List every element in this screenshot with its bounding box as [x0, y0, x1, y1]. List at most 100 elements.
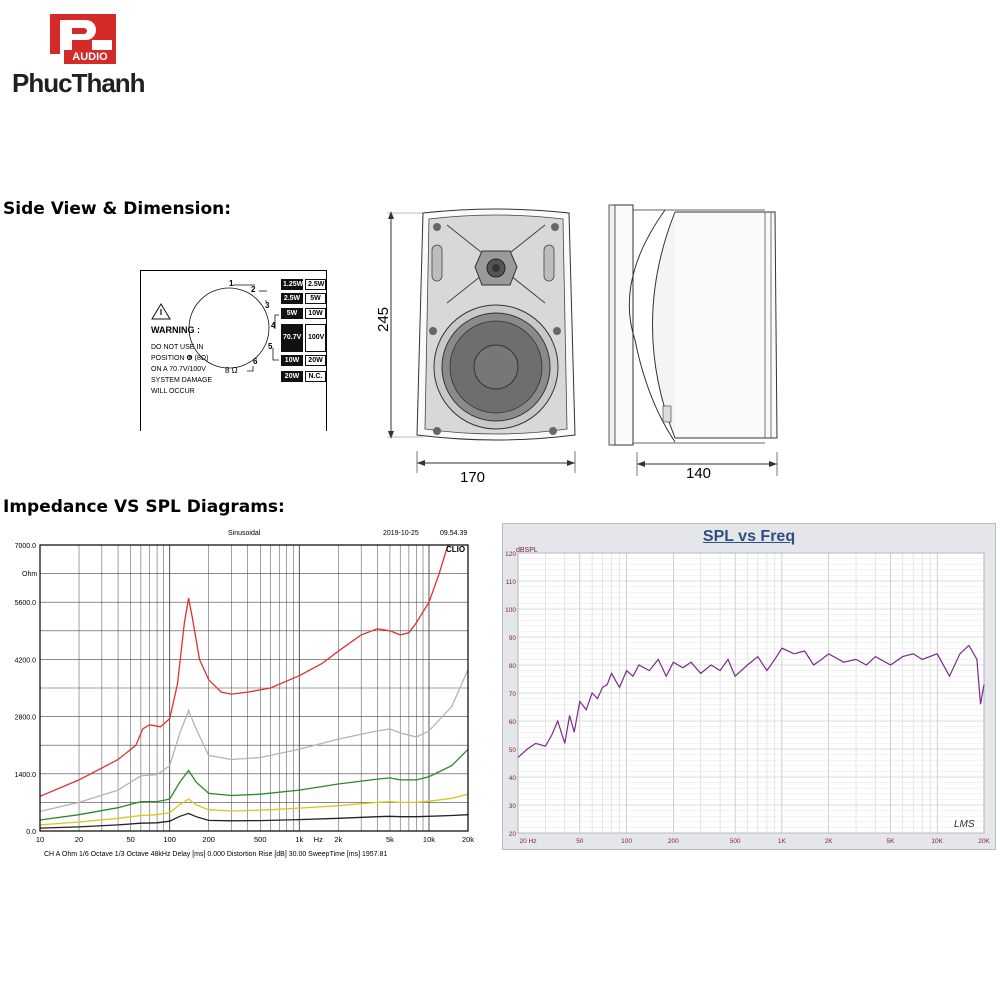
brand-audio-label: AUDIO	[64, 50, 116, 64]
tap-value-dark: 70.7V	[281, 324, 303, 352]
depth-dimension: 140	[686, 465, 712, 482]
impedance-x-tick: 5k	[386, 835, 394, 844]
warning-line-2: POSITION ❻ (8Ω)	[151, 355, 209, 362]
spl-x-tick: 20 Hz	[520, 838, 537, 845]
tap-row-1: 1	[229, 279, 233, 288]
tap-row-5: 5	[268, 342, 272, 351]
spl-y-tick: 90	[509, 635, 517, 642]
impedance-x-tick: 500	[254, 835, 267, 844]
tap-number: 3	[265, 301, 270, 310]
impedance-series-line-4	[39, 793, 469, 826]
spl-x-tick: 50	[576, 838, 584, 845]
spl-y-tick: 50	[509, 747, 517, 754]
spl-x-tick: 2K	[825, 838, 834, 845]
spl-y-tick: 100	[505, 607, 516, 614]
impedance-x-tick: 20	[75, 835, 83, 844]
impedance-header-time: 09.54.39	[440, 530, 467, 537]
warning-line-1: DO NOT USE IN	[151, 344, 204, 351]
impedance-x-tick: 200	[202, 835, 215, 844]
impedance-series-line-5	[39, 812, 469, 829]
impedance-footer: CH A Ohm 1/6 Octave 1/3 Octave 48kHz Del…	[44, 851, 387, 858]
spl-x-tick: 500	[730, 838, 741, 845]
tap-number: 5	[268, 342, 273, 351]
impedance-y-tick: 0.0	[26, 829, 36, 836]
impedance-chart: 7000.0 5600.0 4200.0 2800.0 1400.0 0.010 20 50 1…	[15, 530, 475, 858]
spl-watermark: LMS	[954, 819, 975, 830]
impedance-brand: CLIO	[446, 545, 465, 554]
impedance-y-unit: Ohm	[22, 571, 37, 578]
warning-line-4: SYSTEM DAMAGE	[151, 377, 213, 384]
tap-row-2: 2	[251, 285, 255, 294]
tap-number: 2	[251, 285, 256, 294]
brand-name: PhucThanh	[12, 68, 146, 98]
tap-value-light: 100V	[305, 324, 326, 352]
spl-x-tick: 100	[621, 838, 632, 845]
impedance-x-tick: 50	[126, 835, 134, 844]
transformer-tap-panel: WARNING : DO NOT USE IN POSITION ❻ (8Ω) …	[140, 270, 327, 431]
tap-value-dark: 10W	[281, 355, 303, 366]
impedance-header-left: Sinusoidal	[228, 530, 261, 537]
spl-y-tick: 80	[509, 663, 517, 670]
speaker-side-view	[608, 204, 778, 476]
impedance-y-tick: 1400.0	[15, 772, 37, 779]
impedance-x-tick: 20k	[462, 835, 474, 844]
spl-y-tick: 30	[509, 803, 517, 810]
tap-value-dark: 2.5W	[281, 293, 303, 304]
impedance-series	[39, 544, 469, 829]
spl-x-tick: 20K	[978, 838, 990, 845]
tap-value-light: 2.5W	[305, 279, 326, 290]
impedance-series-line-2	[39, 669, 469, 813]
ohm-label: 8 Ω	[225, 366, 238, 375]
impedance-series-line-1	[39, 544, 452, 797]
spl-x-tick: 5K	[887, 838, 896, 845]
impedance-x-tick: 100	[163, 835, 176, 844]
spl-series	[517, 644, 985, 758]
tap-row-6: 6	[253, 357, 257, 366]
impedance-x-tick: 1k	[295, 835, 303, 844]
impedance-y-tick: 5600.0	[15, 600, 37, 607]
tap-value-dark: 1.25W	[281, 279, 304, 290]
tap-value-light: 20W	[305, 355, 326, 366]
impedance-grid: 7000.0 5600.0 4200.0 2800.0 1400.0 0.010 20 50 1…	[15, 543, 475, 844]
tap-value-light: 10W	[305, 308, 326, 319]
impedance-plot-frame	[39, 544, 469, 832]
spl-series-line-1	[517, 644, 985, 758]
impedance-y-tick: 2800.0	[15, 715, 37, 722]
tap-row-4: 4	[271, 321, 275, 330]
warning-line-3: ON A 70.7V/100V	[151, 366, 206, 373]
tap-panel-drawing	[151, 284, 279, 372]
tap-value-dark: 20W	[281, 371, 303, 382]
impedance-y-tick: 4200.0	[15, 657, 37, 664]
spl-x-tick: 200	[668, 838, 679, 845]
impedance-series-line-3	[39, 748, 469, 821]
spl-y-unit: dBSPL	[516, 547, 538, 554]
impedance-header-date: 2019-10-25	[383, 530, 419, 537]
tap-value-light: 5W	[305, 293, 326, 304]
diagrams-heading: Impedance VS SPL Diagrams:	[3, 497, 285, 517]
spl-y-tick: 110	[506, 579, 517, 586]
tap-row-3: 3	[265, 301, 269, 310]
spl-y-tick: 60	[509, 719, 517, 726]
impedance-x-tick: 10	[36, 835, 44, 844]
tap-value-light: N.C.	[305, 371, 326, 382]
impedance-x-tick: 2k	[334, 835, 342, 844]
spl-x-tick: 10K	[931, 838, 943, 845]
side-view-heading: Side View & Dimension:	[3, 199, 232, 219]
height-dimension: 245	[375, 306, 392, 332]
impedance-y-tick: 7000.0	[15, 543, 37, 550]
tap-value-dark: 5W	[281, 308, 303, 319]
impedance-x-tick: Hz	[314, 835, 323, 844]
tap-number: 1	[229, 279, 234, 288]
tap-number: 6	[253, 357, 258, 366]
warning-title: WARNING :	[151, 325, 200, 335]
spl-y-tick: 40	[509, 775, 517, 782]
width-dimension: 170	[460, 469, 486, 486]
